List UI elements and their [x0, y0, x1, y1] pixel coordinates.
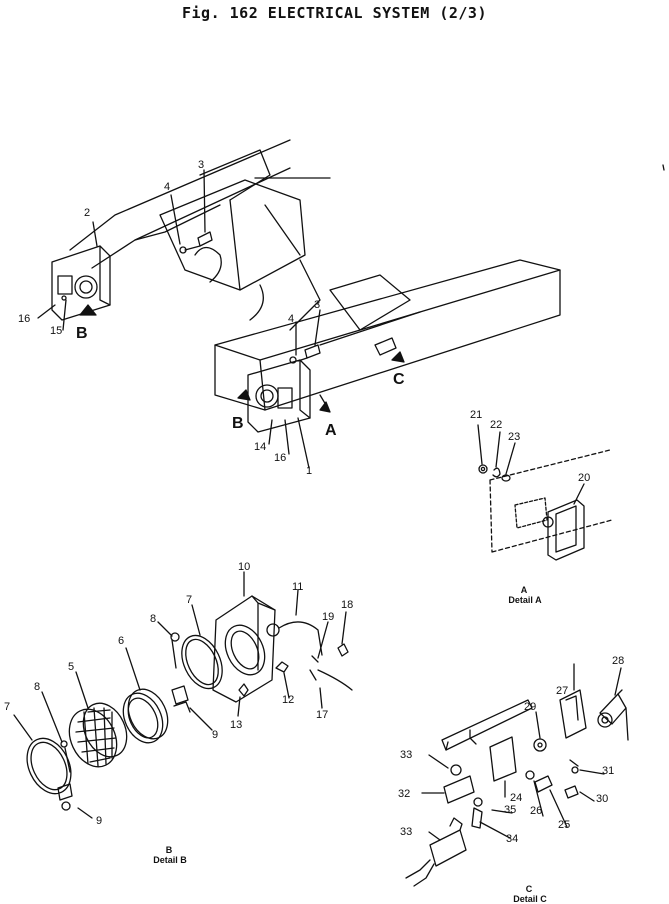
callout-4: 4	[288, 313, 294, 325]
detail-c-text: Detail C	[513, 894, 547, 904]
callout-23: 23	[508, 431, 520, 443]
callout-13: 13	[230, 719, 242, 731]
callout-31: 31	[602, 765, 614, 777]
callout-5: 5	[68, 661, 74, 673]
callout-10: 10	[238, 561, 250, 573]
callout-8: 8	[150, 613, 156, 625]
callout-27: 27	[556, 685, 568, 697]
callout-32: 32	[398, 788, 410, 800]
detail-c-assembly	[405, 663, 629, 887]
callout-8: 8	[34, 681, 40, 693]
callout-labels: 2431615431416121222320101119188765789131…	[4, 159, 624, 845]
bolt-3-upper	[179, 231, 213, 254]
lamp-housing-left	[51, 245, 111, 321]
callout-16: 16	[18, 313, 30, 325]
callout-21: 21	[470, 409, 482, 421]
detail-b-text: Detail B	[153, 855, 187, 865]
figure-title: Fig. 162 ELECTRICAL SYSTEM (2/3)	[182, 4, 487, 22]
callout-22: 22	[490, 419, 502, 431]
callout-26: 26	[530, 805, 542, 817]
detail-a-letter: A	[520, 585, 530, 595]
callout-33: 33	[400, 749, 412, 761]
detail-b-letter: B	[165, 845, 175, 855]
view-label-b-left: B	[76, 325, 88, 342]
callout-16: 16	[274, 452, 286, 464]
callout-6: 6	[118, 635, 124, 647]
callout-2: 2	[84, 207, 90, 219]
detail-a-text: Detail A	[508, 595, 542, 605]
callout-25: 25	[558, 819, 570, 831]
callout-17: 17	[316, 709, 328, 721]
callout-11: 11	[292, 581, 303, 593]
callout-19: 19	[322, 611, 334, 623]
detail-b-caption: B Detail B	[140, 845, 200, 865]
callout-9: 9	[212, 729, 218, 741]
bolt-3-lower	[289, 344, 321, 364]
callout-28: 28	[612, 655, 624, 667]
callout-20: 20	[578, 472, 590, 484]
callout-12: 12	[282, 694, 294, 706]
main-frame-assembly	[37, 139, 665, 469]
callout-33: 33	[400, 826, 412, 838]
callout-7: 7	[186, 594, 192, 606]
callout-18: 18	[341, 599, 353, 611]
callout-7: 7	[4, 701, 10, 713]
callout-3: 3	[198, 159, 204, 171]
view-label-b-right: B	[232, 415, 244, 432]
detail-a-assembly	[477, 424, 613, 561]
detail-a-caption: A Detail A	[495, 585, 555, 605]
detail-c-letter: C	[525, 884, 535, 894]
callout-30: 30	[596, 793, 608, 805]
view-label-c: C	[393, 371, 405, 388]
lamp-housing-front	[247, 359, 311, 433]
callout-4: 4	[164, 181, 170, 193]
callout-9: 9	[96, 815, 102, 827]
callout-34: 34	[506, 833, 518, 845]
sealed-beam-lamp	[68, 702, 128, 768]
callout-3: 3	[314, 299, 320, 311]
callout-24: 24	[510, 792, 522, 804]
detail-c-caption: C Detail C	[500, 884, 560, 904]
callout-14: 14	[254, 441, 266, 453]
detail-b-assembly	[13, 571, 353, 819]
callout-1: 1	[306, 465, 312, 477]
callout-35: 35	[504, 804, 516, 816]
callout-29: 29	[524, 701, 536, 713]
lamp-housing-10	[212, 595, 276, 703]
view-label-a: A	[325, 422, 337, 439]
callout-15: 15	[50, 325, 62, 337]
